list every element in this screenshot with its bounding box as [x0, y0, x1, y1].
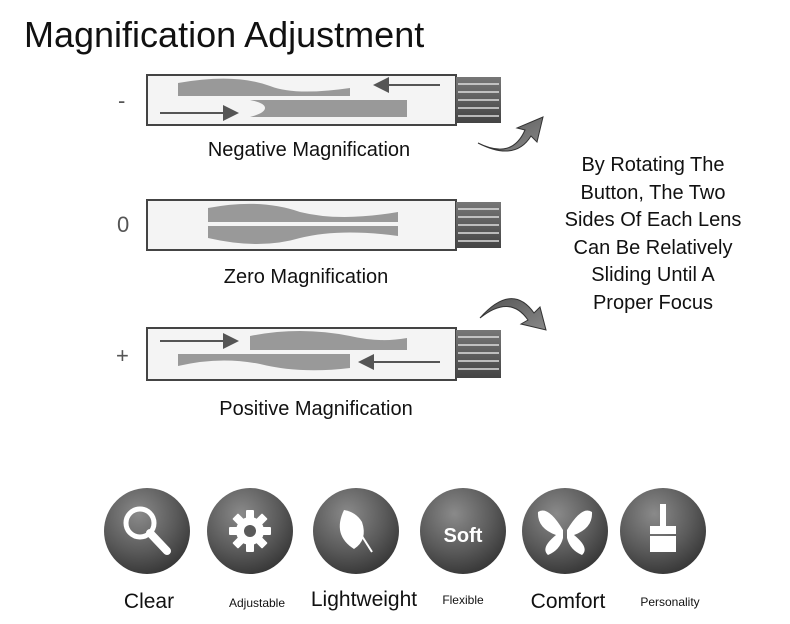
gear-icon: [207, 488, 293, 574]
negative-sign: -: [118, 88, 126, 113]
side-explanation: By Rotating The Button, The Two Sides Of…: [548, 152, 758, 317]
zero-caption: Zero Magnification: [223, 266, 389, 288]
negative-caption: Negative Magnification: [207, 139, 411, 161]
positive-caption: Positive Magnification: [219, 398, 413, 420]
butterfly-icon: [522, 488, 608, 574]
feather-icon: [313, 488, 399, 574]
page-title: Magnification Adjustment: [24, 14, 425, 55]
positive-sign: +: [116, 343, 129, 368]
brush-icon: [620, 488, 706, 574]
magnifier-icon: [104, 488, 190, 574]
zero-sign: 0: [117, 212, 130, 237]
feature-label-clear: Clear: [123, 590, 175, 613]
zero-lens-body: [146, 199, 501, 251]
feature-label-lightweight: Lightweight: [310, 588, 418, 611]
side-line: Button, The Two: [580, 181, 726, 204]
side-line: Sliding Until A: [591, 264, 715, 286]
feature-label-personality: Personality: [640, 595, 700, 609]
side-line: Sides Of Each Lens: [564, 209, 742, 231]
rotate-down-arrow-icon: [479, 298, 547, 331]
feature-label-comfort: Comfort: [530, 590, 606, 613]
negative-lens-body: [146, 74, 501, 126]
feature-label-adjustable: Adjustable: [228, 596, 286, 610]
feature-label-flexible: Flexible: [442, 593, 484, 607]
side-line: By Rotating The: [581, 154, 725, 176]
side-line: Proper Focus: [592, 291, 714, 314]
soft-icon-label: Soft: [443, 525, 483, 547]
soft-icon: [420, 488, 506, 574]
positive-lens-body: [146, 327, 501, 381]
rotate-up-arrow-icon: [477, 116, 544, 152]
side-line: Can Be Relatively: [573, 236, 733, 259]
